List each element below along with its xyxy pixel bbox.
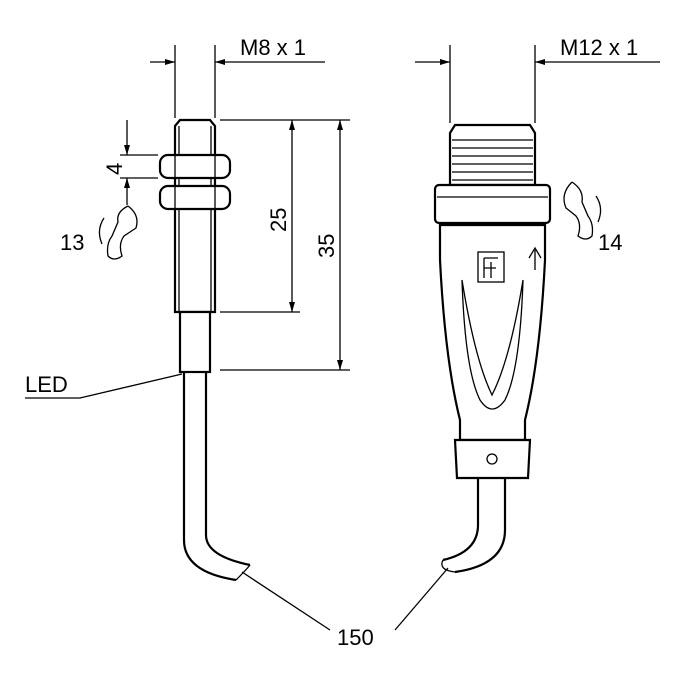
m8-sensor (158, 118, 251, 582)
led-label: LED (25, 372, 68, 397)
brand-logo (477, 251, 505, 283)
led-callout: LED (25, 372, 183, 399)
coupling-nut (433, 183, 552, 225)
wrench-13-label: 13 (60, 230, 84, 255)
wrench-icon (563, 181, 602, 240)
total-length-label: 35 (314, 234, 339, 258)
length-dimensions: 25 35 (220, 119, 350, 371)
m12-connector (433, 123, 552, 574)
nut-lower (158, 184, 232, 211)
arrow-up-icon (528, 246, 542, 270)
connector-cable (454, 478, 507, 574)
wrench-13: 13 (60, 205, 138, 260)
m8-label: M8 x 1 (240, 35, 306, 60)
cable-length-label: 150 (337, 625, 374, 650)
wrench-14-label: 14 (598, 230, 622, 255)
wrench-14: 14 (563, 181, 622, 255)
m12-dimension: M12 x 1 (415, 35, 660, 123)
nut-dimension: 4 (102, 120, 158, 205)
m12-label: M12 x 1 (560, 35, 638, 60)
m8-dimension: M8 x 1 (150, 35, 325, 118)
cable (182, 372, 237, 582)
wrench-icon (98, 205, 138, 260)
cable-length-callout: 150 (241, 567, 449, 650)
thread-length-label: 25 (266, 208, 291, 232)
sensor-sleeve (178, 310, 212, 374)
nut-thickness-label: 4 (102, 163, 127, 175)
connector-collar (453, 438, 532, 480)
nut-upper (158, 153, 232, 180)
